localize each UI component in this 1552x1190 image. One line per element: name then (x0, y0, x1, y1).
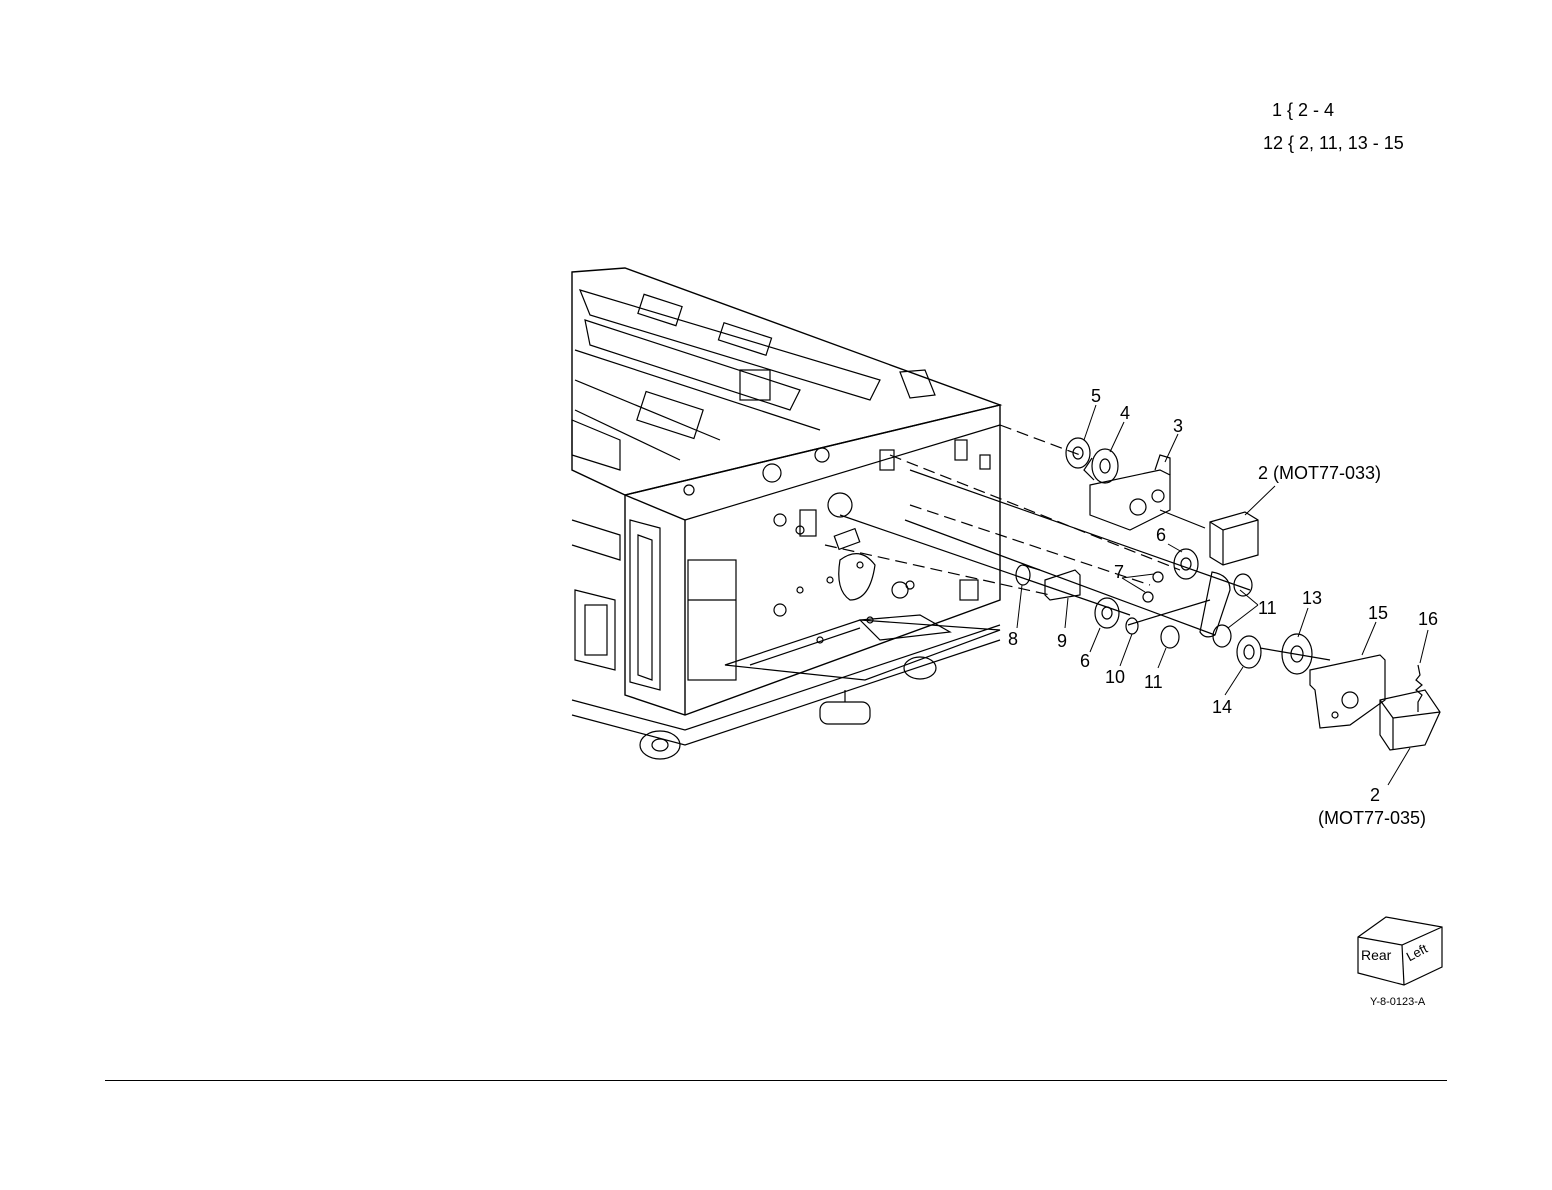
orientation-cube: Rear Left (1354, 915, 1446, 987)
part-4 (1092, 449, 1118, 483)
callout-4: 4 (1120, 403, 1130, 424)
page-footer-rule (105, 1080, 1447, 1081)
part-3 (1090, 470, 1170, 530)
callout-5: 5 (1091, 386, 1101, 407)
part-5 (1066, 438, 1090, 468)
callout-2-number: 2 (1370, 785, 1380, 806)
callout-11-lower: 11 (1144, 672, 1163, 693)
callout-16: 16 (1418, 609, 1438, 630)
callout-13: 13 (1302, 588, 1322, 609)
callout-2-mot77-033: 2 (MOT77-033) (1258, 463, 1381, 484)
callout-11-right: 11 (1258, 598, 1277, 619)
callout-6-upper: 6 (1156, 525, 1166, 546)
callout-6-lower: 6 (1080, 651, 1090, 672)
callout-9: 9 (1057, 631, 1067, 652)
callout-14: 14 (1212, 697, 1232, 718)
callout-15: 15 (1368, 603, 1388, 624)
callout-2-mot77-035: (MOT77-035) (1318, 808, 1426, 829)
callout-3: 3 (1173, 416, 1183, 437)
figure-id: Y-8-0123-A (1370, 996, 1425, 1008)
callout-8: 8 (1008, 629, 1018, 650)
motor-mot77-033 (1210, 512, 1258, 565)
callout-7: 7 (1114, 562, 1124, 583)
orientation-rear-label: Rear (1361, 947, 1391, 963)
callout-10: 10 (1105, 667, 1125, 688)
